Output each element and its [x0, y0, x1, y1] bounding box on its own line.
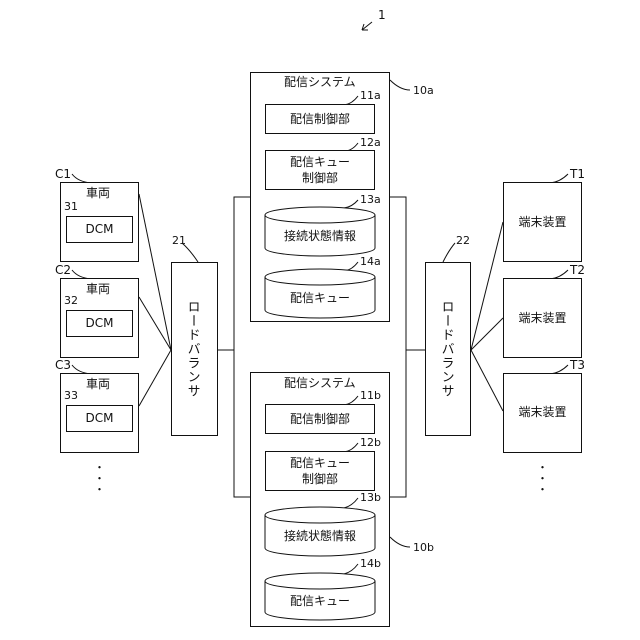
link-10b-lb22 — [390, 350, 406, 497]
leader-22 — [443, 243, 455, 262]
unit-12b-label-line2: 制御部 — [265, 472, 375, 486]
dcm-32-label: DCM — [66, 316, 133, 330]
unit-11b-label: 配信制御部 — [265, 412, 375, 426]
link-lb21-10a — [218, 197, 250, 350]
link-c1-lb21 — [139, 194, 171, 350]
unit-13b-ref: 13b — [360, 491, 381, 504]
unit-13b-label: 接続状態情報 — [265, 529, 375, 543]
vehicle-c2-label: 車両 — [86, 282, 110, 296]
load-balancer-21-ref: 21 — [172, 234, 186, 247]
unit-11a-label: 配信制御部 — [265, 112, 375, 126]
terminal-t2-label: 端末装置 — [503, 311, 582, 325]
unit-14b-label: 配信キュー — [265, 594, 375, 608]
vehicle-c3-label: 車両 — [86, 377, 110, 391]
vehicle-c1-id: C1 — [55, 167, 71, 181]
unit-14a-ref: 14a — [360, 255, 381, 268]
vehicle-c1-label: 車両 — [86, 186, 110, 200]
link-lb22-t1 — [471, 222, 503, 350]
system-10a-ref: 10a — [413, 84, 434, 97]
figure-ref: 1 — [378, 8, 386, 22]
dcm-33-label: DCM — [66, 411, 133, 425]
unit-11a-ref: 11a — [360, 89, 381, 102]
unit-12a-ref: 12a — [360, 136, 381, 149]
vehicle-c3-id: C3 — [55, 358, 71, 372]
dcm-33-ref: 33 — [64, 389, 78, 402]
unit-11b-ref: 11b — [360, 389, 381, 402]
leader-10a — [390, 80, 410, 90]
unit-14a-label: 配信キュー — [265, 291, 375, 305]
unit-12b-label-line1: 配信キュー — [265, 456, 375, 470]
dcm-31-label: DCM — [66, 222, 133, 236]
terminal-t2-id: T2 — [570, 263, 585, 277]
unit-12b-ref: 12b — [360, 436, 381, 449]
unit-14b-ref: 14b — [360, 557, 381, 570]
system-10b-ref: 10b — [413, 541, 434, 554]
link-10a-lb22 — [390, 197, 425, 350]
vehicle-c2-id: C2 — [55, 263, 71, 277]
dcm-32-ref: 32 — [64, 294, 78, 307]
link-lb22-t3 — [471, 350, 503, 411]
unit-12a-label-line1: 配信キュー — [265, 155, 375, 169]
terminal-ellipsis: ・ ・ ・ — [537, 462, 548, 495]
system-10a-label: 配信システム — [284, 75, 356, 89]
link-lb22-t2 — [471, 318, 503, 350]
terminal-t3-label: 端末装置 — [503, 405, 582, 419]
leader-10b — [390, 537, 410, 547]
dcm-31-ref: 31 — [64, 200, 78, 213]
load-balancer-22-ref: 22 — [456, 234, 470, 247]
link-c3-lb21 — [139, 350, 171, 406]
link-c2-lb21 — [139, 297, 171, 350]
load-balancer-21-label: ロードバランサ — [184, 300, 200, 398]
system-10b-label: 配信システム — [284, 376, 356, 390]
unit-13a-ref: 13a — [360, 193, 381, 206]
link-lb21-10b — [234, 350, 250, 497]
unit-13a-label: 接続状態情報 — [265, 229, 375, 243]
terminal-t1-label: 端末装置 — [503, 215, 582, 229]
unit-12a-label-line2: 制御部 — [265, 171, 375, 185]
terminal-t1-id: T1 — [570, 167, 585, 181]
terminal-t3-id: T3 — [570, 358, 585, 372]
vehicle-ellipsis: ・ ・ ・ — [94, 462, 105, 495]
load-balancer-22-label: ロードバランサ — [438, 300, 454, 398]
